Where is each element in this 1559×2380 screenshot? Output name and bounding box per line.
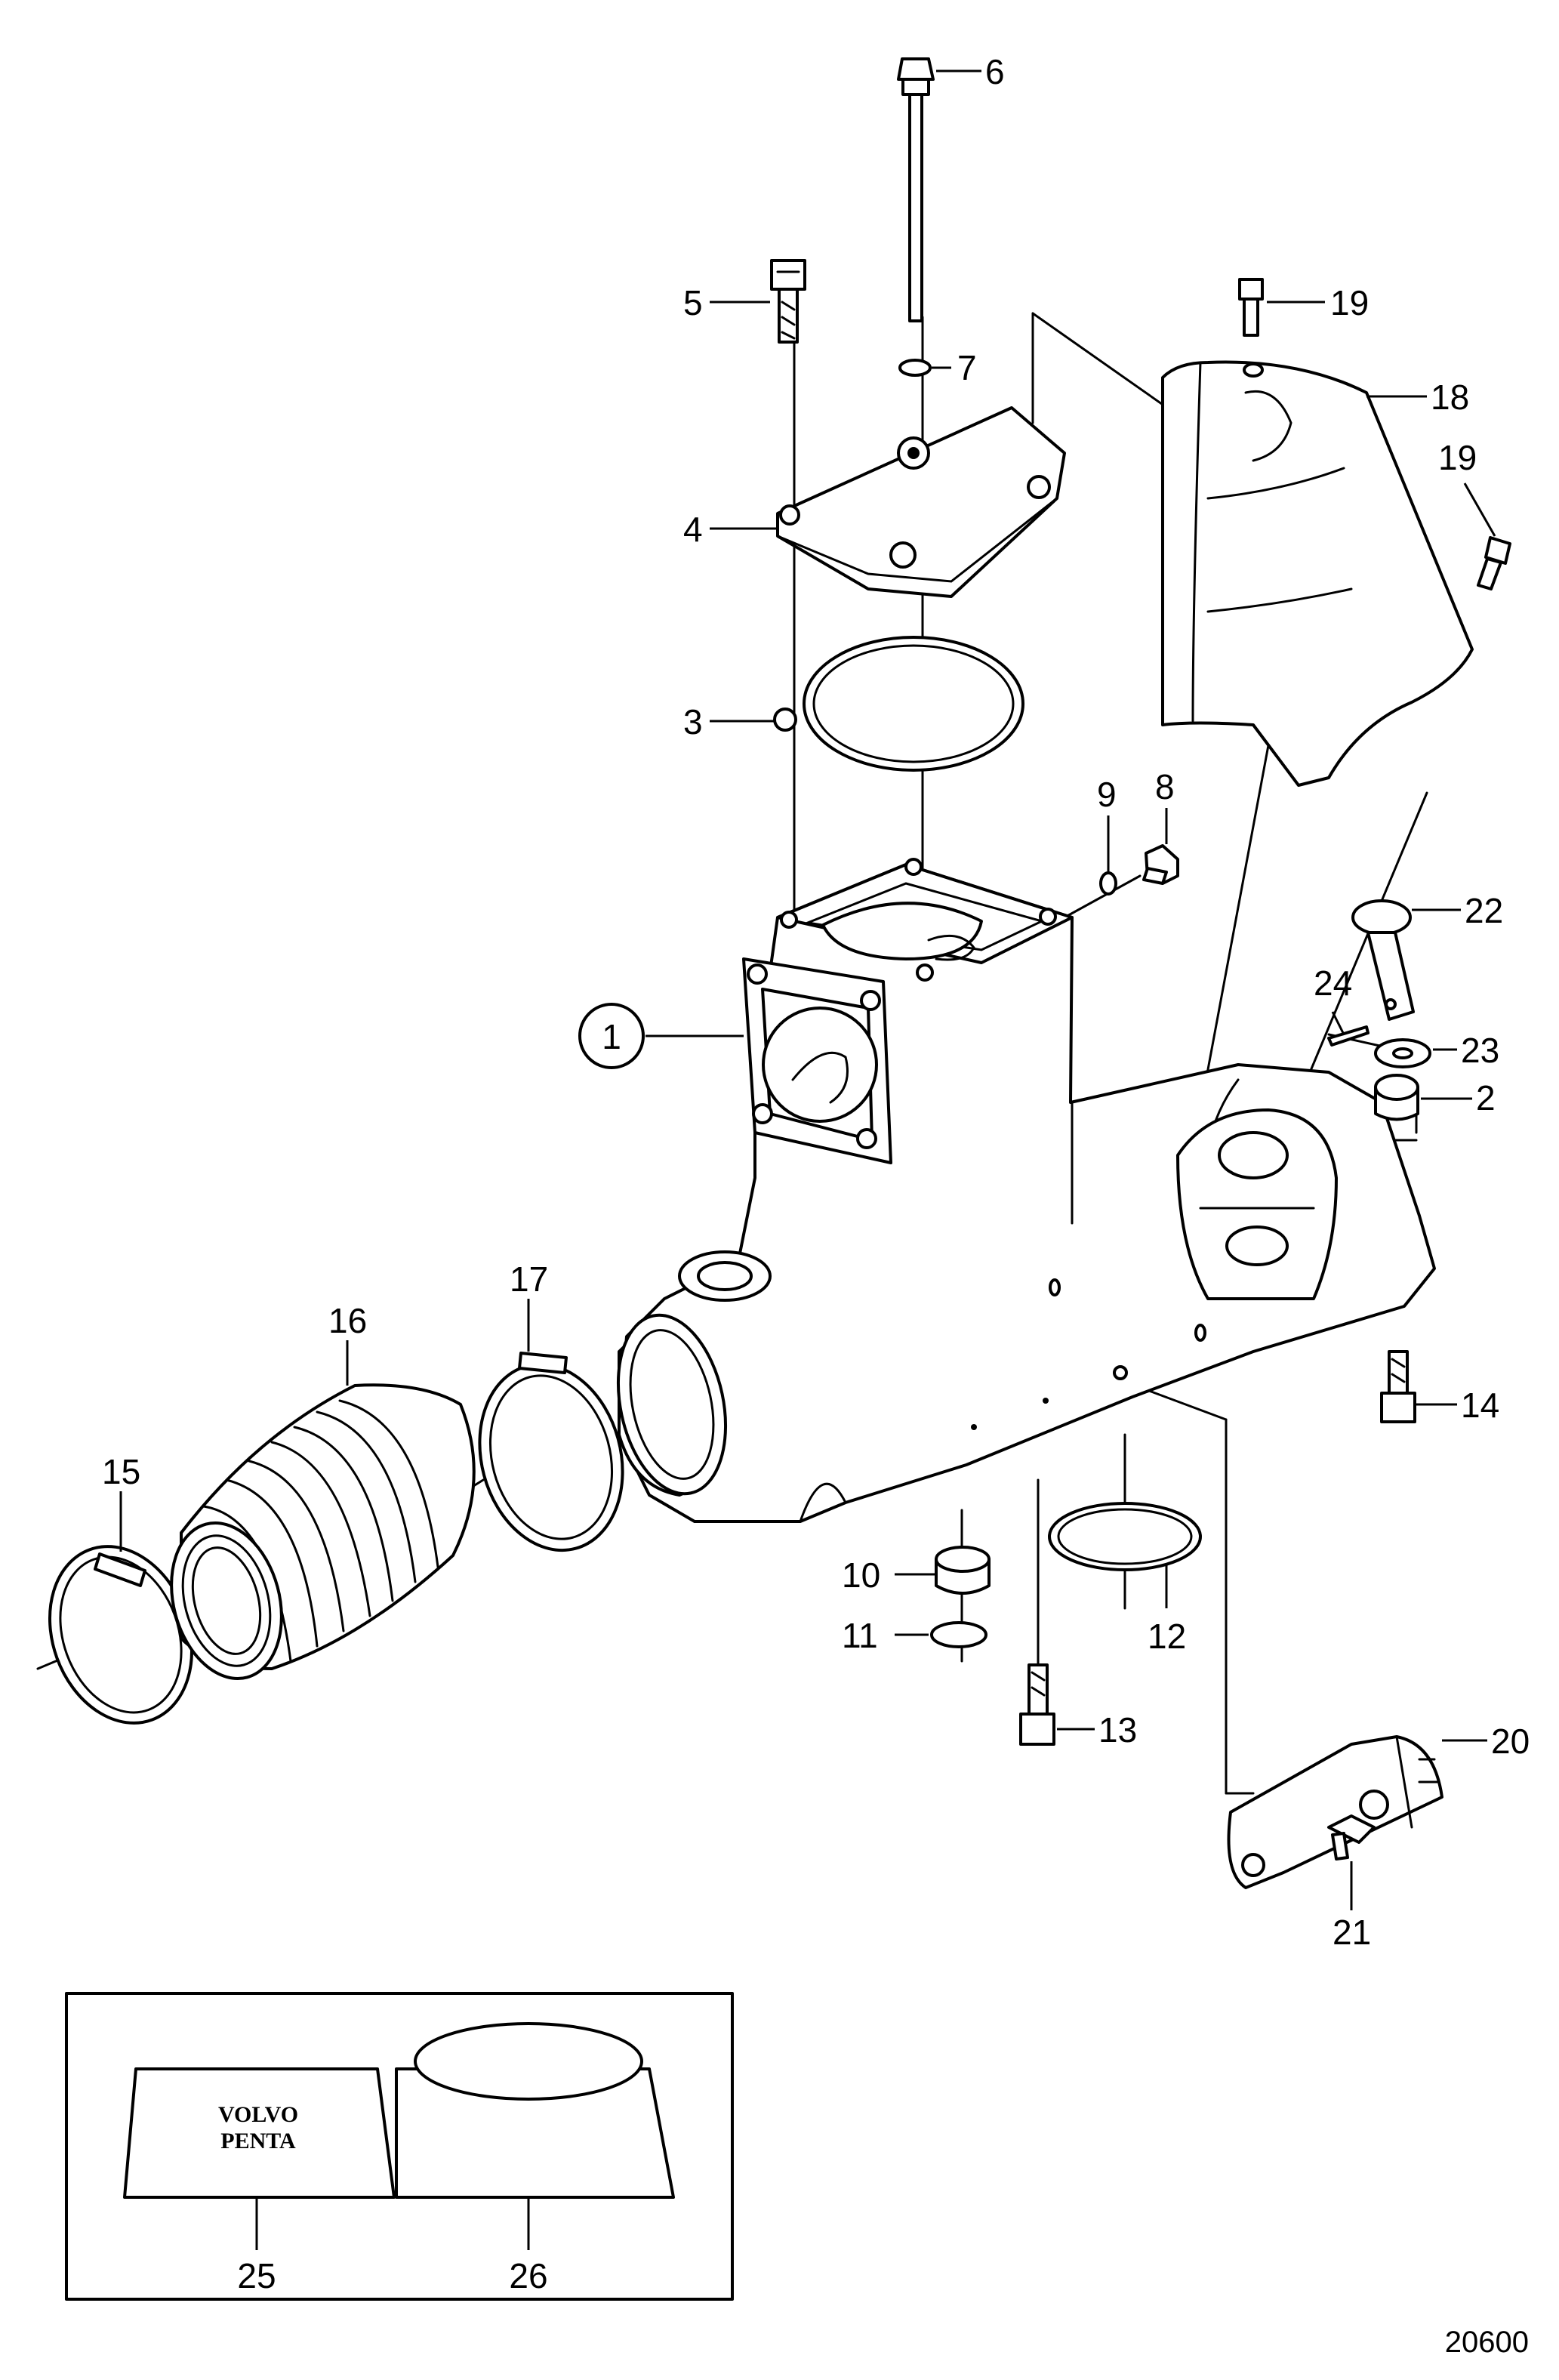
bellows-16 (170, 1383, 476, 1681)
callout-18: 18 (1431, 378, 1469, 417)
gasket-3 (773, 636, 1024, 772)
hose-clamp-17 (478, 1352, 624, 1552)
pin-22 (1351, 899, 1415, 1021)
callout-19-top: 19 (1330, 283, 1369, 322)
callout-10: 10 (842, 1555, 880, 1595)
anode-20 (1227, 1735, 1443, 1889)
bolt-14 (1380, 1350, 1416, 1423)
callout-2: 2 (1476, 1078, 1496, 1118)
decal-25 (123, 2067, 396, 2199)
bolt-5 (770, 259, 806, 344)
screw-21 (1327, 1814, 1376, 1861)
dipstick-6 (897, 57, 935, 322)
shield-18 (1161, 360, 1474, 787)
decal-text-line1: VOLVO (218, 2102, 298, 2127)
callout-21: 21 (1333, 1913, 1371, 1952)
callout-8: 8 (1155, 767, 1175, 806)
o-ring-11 (930, 1621, 987, 1648)
callout-11: 11 (842, 1616, 878, 1655)
screw-19-top (1238, 278, 1264, 337)
callout-20: 20 (1491, 1722, 1530, 1761)
bushing-10 (935, 1546, 991, 1595)
callout-12: 12 (1148, 1617, 1186, 1656)
upper-gear-housing (616, 858, 1436, 1523)
callout-6: 6 (985, 52, 1005, 91)
callout-26: 26 (509, 2256, 547, 2295)
callout-14: 14 (1461, 1386, 1499, 1425)
callout-23: 23 (1461, 1031, 1499, 1070)
callout-22: 22 (1465, 891, 1503, 930)
callout-15: 15 (102, 1452, 140, 1491)
callout-16: 16 (328, 1301, 367, 1340)
callout-4: 4 (683, 510, 703, 549)
callout-labels: 1 2 3 4 5 6 7 8 9 10 11 12 13 14 15 16 1… (102, 52, 1530, 2295)
callout-3: 3 (683, 702, 703, 741)
callout-13: 13 (1098, 1710, 1137, 1750)
top-cover-4 (776, 406, 1066, 598)
callout-17: 17 (510, 1259, 548, 1299)
figure-number: 20600 (1445, 2326, 1529, 2359)
callout-24: 24 (1314, 963, 1352, 1003)
o-ring-7 (898, 359, 932, 377)
washer-23 (1374, 1038, 1431, 1068)
callout-5: 5 (683, 283, 703, 322)
callout-25: 25 (237, 2256, 276, 2295)
cotter-pin-24 (1327, 1025, 1370, 1047)
leader-lines (119, 69, 1496, 2250)
callout-9: 9 (1097, 775, 1117, 814)
decal-text-line2: PENTA (220, 2129, 296, 2153)
bushing-2 (1374, 1074, 1419, 1121)
callout-1: 1 (602, 1017, 621, 1056)
callout-19-right: 19 (1438, 438, 1477, 477)
plug-8 (1142, 844, 1179, 885)
inset-box (65, 1992, 734, 2301)
seal-ring-9 (1099, 871, 1117, 896)
seal-ring-12 (1048, 1502, 1202, 1571)
bolt-13 (1019, 1663, 1055, 1746)
decal-26-oval (414, 2022, 643, 2101)
callout-1-circle (578, 1003, 645, 1069)
screw-19-right (1477, 536, 1511, 590)
callout-7: 7 (957, 348, 977, 387)
